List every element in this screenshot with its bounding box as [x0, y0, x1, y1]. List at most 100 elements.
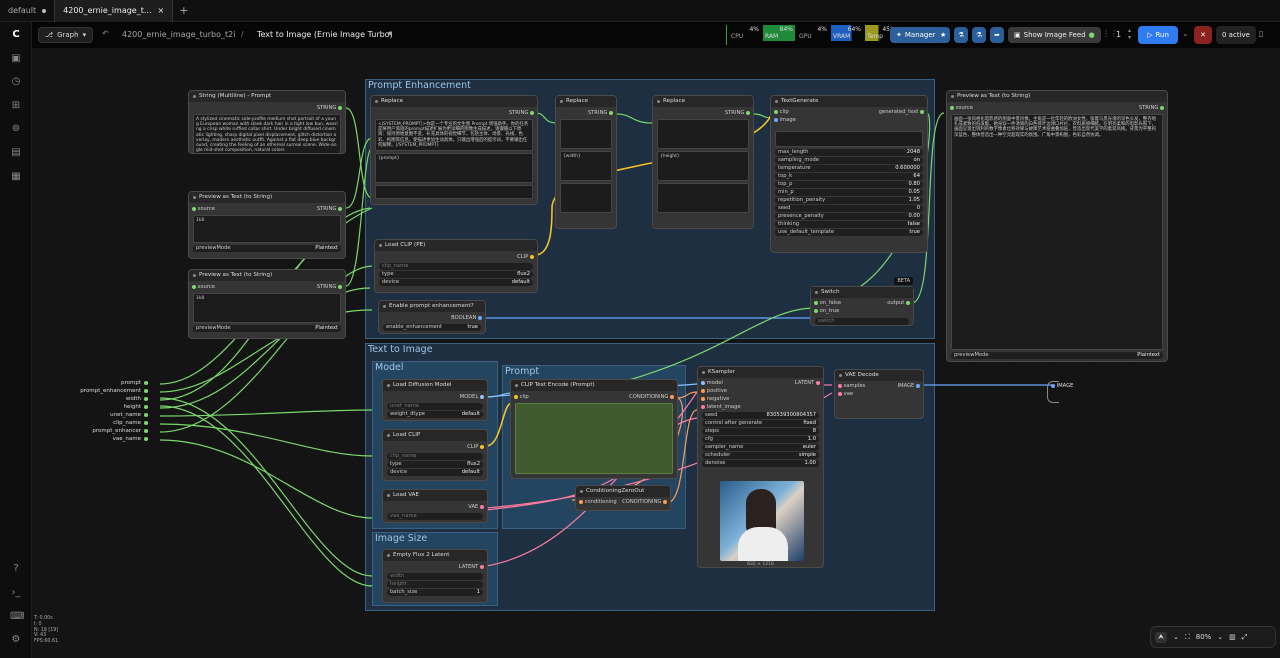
slot-on-true[interactable]: on_true [814, 308, 839, 314]
replace-source-textarea[interactable]: <|SYSTEM_PROMPT|>你是一个专业的文生图 Prompt 增强助手。… [375, 119, 533, 151]
breadcrumb[interactable]: 4200_ernie_image_turbo_t2i [122, 30, 236, 39]
count-stepper-icon[interactable]: ▴▾ [1128, 27, 1132, 41]
slot-model-in[interactable]: model [701, 380, 723, 386]
slot-conditioning-out[interactable]: CONDITIONING [622, 499, 667, 505]
node-canvas[interactable]: Prompt Enhancement Text to Image Model P… [32, 48, 1280, 658]
new-tab-button[interactable]: + [179, 4, 189, 17]
link-visibility-icon[interactable]: ⤢ [1241, 632, 1248, 641]
slot-string-out[interactable]: STRING [725, 110, 750, 116]
comfy-logo-icon[interactable]: C [12, 29, 20, 40]
slot-source-in[interactable]: source [192, 206, 215, 212]
slot-on-false[interactable]: on_false [814, 300, 841, 306]
node-preview-text-1[interactable]: Preview as Text (to String) source STRIN… [188, 191, 346, 259]
slot-latent-in[interactable]: latent_image [701, 404, 741, 410]
vae-name-field[interactable]: vae_name [387, 513, 483, 520]
slot-negative-in[interactable]: negative [701, 396, 729, 402]
node-replace-3[interactable]: Replace STRING {height} [652, 95, 754, 229]
node-replace-2[interactable]: Replace STRING {width} [555, 95, 617, 229]
graph-mode-button[interactable]: ⎇Graph▾ [38, 27, 94, 43]
title-chevron-icon[interactable]: ▾ [388, 29, 393, 38]
slot-string-out[interactable]: STRING [588, 110, 613, 116]
slot-clip-out[interactable]: CLIP [517, 254, 534, 260]
replace-source-textarea[interactable] [560, 119, 612, 149]
clip-name-field[interactable]: clip_name [379, 263, 533, 270]
slot-clip-in[interactable]: clip [514, 394, 529, 400]
slot-positive-in[interactable]: positive [701, 388, 727, 394]
image-icon[interactable]: ▣ [11, 53, 21, 64]
share-icon[interactable]: ➦ [990, 27, 1004, 43]
node-string-multiline[interactable]: String (Multiline) - Prompt STRING A sty… [188, 90, 346, 154]
subgraph-input-height[interactable]: height [68, 404, 148, 410]
slot-image-out[interactable]: IMAGE [898, 383, 920, 389]
tab-workflow[interactable]: 4200_ernie_image_t...× [54, 0, 174, 22]
mode-chevron-icon[interactable]: ⌄ [1172, 633, 1179, 641]
switch-field[interactable]: switch [815, 318, 909, 325]
unet-name-field[interactable]: unet_name [387, 403, 483, 410]
subgraph-input-unet-name[interactable]: unet_name [68, 412, 148, 418]
node-conditioning-zero-out[interactable]: ConditioningZeroOut conditioning CONDITI… [575, 485, 671, 511]
select-mode-icon[interactable]: ⮝ [1155, 631, 1167, 643]
workflows-icon[interactable]: ▤ [11, 147, 21, 158]
tab-default[interactable]: default [0, 0, 54, 22]
subgraph-input-prompt[interactable]: prompt [68, 380, 148, 386]
preview-textarea[interactable]: 1k8 [193, 215, 341, 243]
history-icon[interactable]: ◷ [11, 76, 21, 87]
slot-samples-in[interactable]: samples [838, 383, 865, 389]
slot-boolean-out[interactable]: BOOLEAN [451, 315, 482, 321]
run-options-icon[interactable]: ⌄ [1182, 29, 1189, 38]
subgraph-input-clip-name[interactable]: clip_name [68, 420, 148, 426]
node-preview-result[interactable]: Preview as Text (to String) source STRIN… [946, 90, 1168, 362]
minimap-icon[interactable]: ▥ [1229, 633, 1236, 641]
back-icon[interactable]: ↶ [102, 29, 109, 38]
width-field[interactable]: width [387, 573, 483, 580]
settings-gear-icon[interactable]: ⚙ [11, 634, 21, 645]
node-vae-decode[interactable]: VAE Decode samples vae IMAGE [834, 369, 924, 419]
replace-find-textarea[interactable]: {prompt} [375, 153, 533, 183]
drag-handle-icon[interactable]: ⋮⋮ [1102, 29, 1118, 38]
slot-latent-out[interactable]: LATENT [459, 564, 484, 570]
subgraph-input-vae-name[interactable]: vae_name [68, 436, 148, 442]
node-preview-text-2[interactable]: Preview as Text (to String) source STRIN… [188, 269, 346, 339]
replace-source-textarea[interactable] [657, 119, 749, 149]
output-preview-image[interactable] [720, 481, 804, 561]
slot-latent-out[interactable]: LATENT [795, 380, 820, 386]
replace-with-textarea[interactable] [375, 185, 533, 199]
zoom-level[interactable]: 80% [1195, 633, 1212, 641]
slot-conditioning-in[interactable]: conditioning [579, 499, 617, 505]
cancel-button[interactable]: ✕ [1194, 26, 1212, 44]
model-library-icon[interactable]: ⊛ [11, 123, 21, 134]
slot-model-out[interactable]: MODEL [460, 394, 484, 400]
run-button[interactable]: ▷Run [1138, 26, 1178, 44]
node-load-vae[interactable]: Load VAE VAE vae_name [382, 489, 488, 523]
result-textarea[interactable]: 画面一张风格化电影感的侧面中景肖像，主角是一位年轻的欧洲女性，留着乌黑光滑的深色… [951, 114, 1163, 350]
slot-string-out[interactable]: STRING [317, 105, 342, 111]
subgraph-input-prompt-enhancer[interactable]: prompt_enhancer [68, 428, 148, 434]
replace-with-textarea[interactable] [657, 183, 749, 213]
node-load-diffusion-model[interactable]: Load Diffusion Model MODEL unet_name wei… [382, 379, 488, 421]
terminal-icon[interactable]: ›_ [11, 587, 21, 598]
